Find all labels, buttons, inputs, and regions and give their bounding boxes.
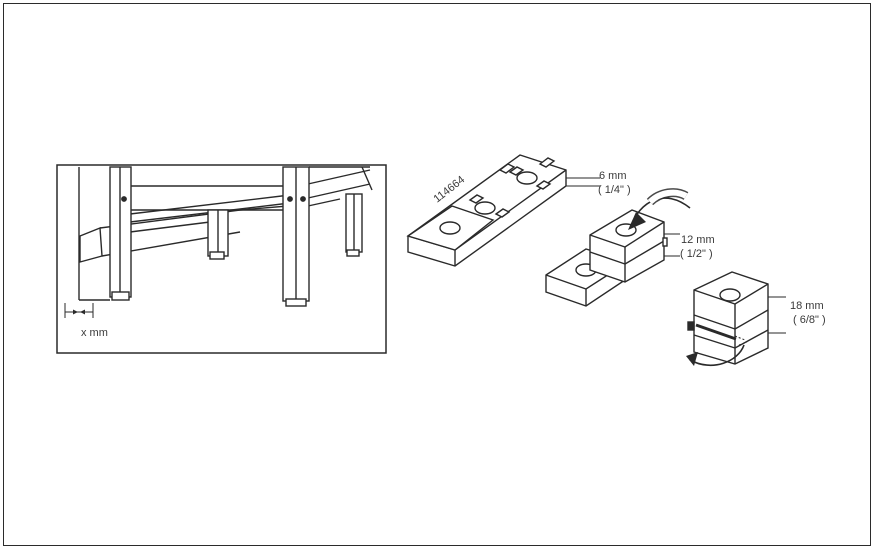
size-12mm-metric: 12 mm xyxy=(681,234,715,246)
size-6mm-metric: 6 mm xyxy=(599,170,627,182)
size-12mm-imperial: ( 1/2" ) xyxy=(680,248,713,260)
size-18mm-metric: 18 mm xyxy=(790,300,824,312)
gap-label: x mm xyxy=(81,327,108,339)
size-18mm-imperial: ( 6/8" ) xyxy=(793,314,826,326)
rotate-arrow-icon xyxy=(628,188,691,230)
spacer-strip-114664 xyxy=(406,154,600,267)
size-6mm-imperial: ( 1/4" ) xyxy=(598,184,631,196)
rotate-arrow-icon xyxy=(686,323,745,367)
cabinet-leg-illustration xyxy=(56,164,387,354)
page-frame xyxy=(3,3,871,546)
spacer-stack-12mm xyxy=(545,209,680,307)
spacer-stack-18mm xyxy=(687,271,786,365)
